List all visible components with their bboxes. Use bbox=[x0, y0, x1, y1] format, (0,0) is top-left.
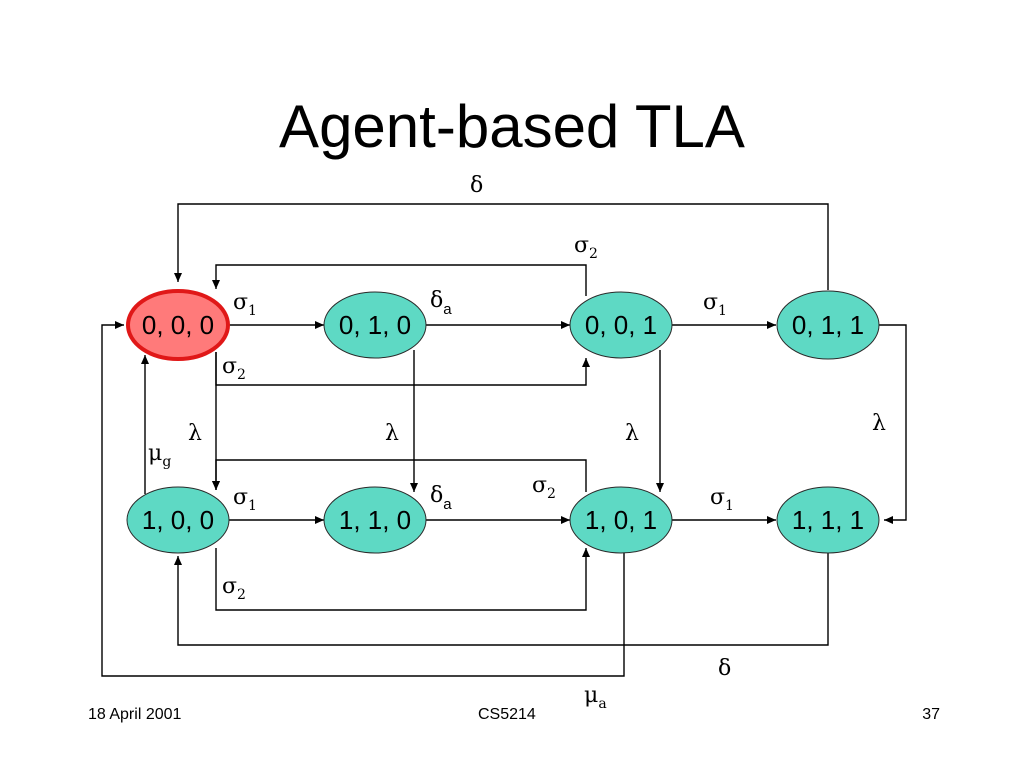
label-base: δ bbox=[470, 173, 483, 198]
label-base: λ bbox=[872, 411, 886, 436]
edge-mu-a bbox=[101, 321, 625, 677]
edge-lambda-011-111 bbox=[878, 324, 907, 524]
state-label: 0, 0, 1 bbox=[585, 310, 657, 340]
label-sigma2-mid: σ2 bbox=[532, 473, 556, 502]
label-base: σ bbox=[233, 290, 248, 315]
label-sigma1-r1b: σ1 bbox=[703, 290, 727, 319]
states: 0, 0, 0 0, 1, 0 0, 0, 1 0, 1, 1 1, 0, 0 … bbox=[126, 289, 880, 554]
label-sub: 2 bbox=[237, 367, 246, 383]
label-base: δ bbox=[430, 288, 443, 313]
state-node bbox=[776, 486, 880, 554]
state-000: 0, 0, 0 bbox=[126, 289, 230, 361]
edge-sigma2-mid bbox=[212, 459, 587, 492]
state-label: 1, 0, 0 bbox=[142, 505, 214, 535]
label-sigma2-top: σ2 bbox=[574, 233, 598, 262]
label-delta-bottom: δ bbox=[718, 656, 731, 681]
label-delta-top: δ bbox=[470, 173, 483, 198]
state-node bbox=[323, 486, 427, 554]
state-node bbox=[126, 486, 230, 554]
edge-sigma2-row2 bbox=[215, 548, 590, 611]
label-sub: g bbox=[162, 454, 171, 470]
slide-title: Agent-based TLA bbox=[279, 93, 745, 160]
state-111: 1, 1, 1 bbox=[776, 486, 880, 554]
label-sub: 1 bbox=[718, 303, 727, 319]
label-lambda-4: λ bbox=[872, 411, 886, 436]
state-110: 1, 1, 0 bbox=[323, 486, 427, 554]
state-node bbox=[776, 290, 880, 360]
label-sub: 2 bbox=[237, 587, 246, 603]
state-label: 0, 1, 1 bbox=[792, 310, 864, 340]
state-010: 0, 1, 0 bbox=[323, 291, 427, 359]
label-sub: a bbox=[443, 496, 452, 513]
label-base: σ bbox=[532, 473, 547, 498]
state-101: 1, 0, 1 bbox=[569, 486, 673, 554]
state-100: 1, 0, 0 bbox=[126, 486, 230, 554]
label-mu-g: μg bbox=[148, 441, 171, 470]
label-base: σ bbox=[222, 354, 237, 379]
edges bbox=[101, 203, 907, 677]
label-base: σ bbox=[233, 485, 248, 510]
state-label: 0, 0, 0 bbox=[142, 310, 214, 340]
state-label: 0, 1, 0 bbox=[339, 310, 411, 340]
state-node bbox=[323, 291, 427, 359]
edge-sigma2-top bbox=[212, 264, 587, 296]
label-base: λ bbox=[625, 421, 639, 446]
label-sub: 1 bbox=[248, 498, 257, 514]
label-base: λ bbox=[385, 421, 399, 446]
label-base: σ bbox=[574, 233, 589, 258]
label-delta-a-r2: δa bbox=[430, 483, 452, 513]
label-delta-a-r1: δa bbox=[430, 288, 452, 318]
label-base: σ bbox=[222, 574, 237, 599]
label-lambda-2: λ bbox=[385, 421, 399, 446]
state-label: 1, 1, 1 bbox=[792, 505, 864, 535]
label-mu-a: μa bbox=[584, 683, 607, 712]
label-sigma2-bottom: σ2 bbox=[222, 574, 246, 603]
footer-course: CS5214 bbox=[478, 706, 536, 723]
label-base: μ bbox=[148, 441, 162, 466]
state-011: 0, 1, 1 bbox=[776, 290, 880, 360]
label-sigma2-r1-lower: σ2 bbox=[222, 354, 246, 383]
label-base: μ bbox=[584, 683, 598, 708]
state-001: 0, 0, 1 bbox=[569, 291, 673, 359]
edge-sigma2-row1 bbox=[215, 352, 590, 386]
label-base: λ bbox=[188, 421, 202, 446]
state-node bbox=[569, 291, 673, 359]
label-sigma1-r2a: σ1 bbox=[233, 485, 257, 514]
footer-date: 18 April 2001 bbox=[88, 706, 182, 723]
label-sigma1-r1a: σ1 bbox=[233, 290, 257, 319]
state-node bbox=[569, 486, 673, 554]
label-sub: a bbox=[443, 301, 452, 318]
label-lambda-3: λ bbox=[625, 421, 639, 446]
label-sub: 2 bbox=[547, 486, 556, 502]
footer-page-number: 37 bbox=[922, 706, 940, 723]
label-sub: a bbox=[598, 696, 606, 712]
label-sigma1-r2b: σ1 bbox=[710, 485, 734, 514]
label-base: δ bbox=[718, 656, 731, 681]
edge-delta-top bbox=[174, 203, 829, 290]
label-sub: 2 bbox=[589, 246, 598, 262]
state-label: 1, 1, 0 bbox=[339, 505, 411, 535]
label-sub: 1 bbox=[248, 303, 257, 319]
label-sub: 1 bbox=[725, 498, 734, 514]
label-lambda-1: λ bbox=[188, 421, 202, 446]
edge-delta-bottom bbox=[174, 552, 829, 646]
label-base: σ bbox=[710, 485, 725, 510]
edge-labels: δ σ2 σ1 δa σ1 σ2 λ λ λ λ μg σ2 σ1 δa σ1 … bbox=[148, 173, 886, 712]
state-node bbox=[126, 289, 230, 361]
state-label: 1, 0, 1 bbox=[585, 505, 657, 535]
label-base: δ bbox=[430, 483, 443, 508]
label-base: σ bbox=[703, 290, 718, 315]
